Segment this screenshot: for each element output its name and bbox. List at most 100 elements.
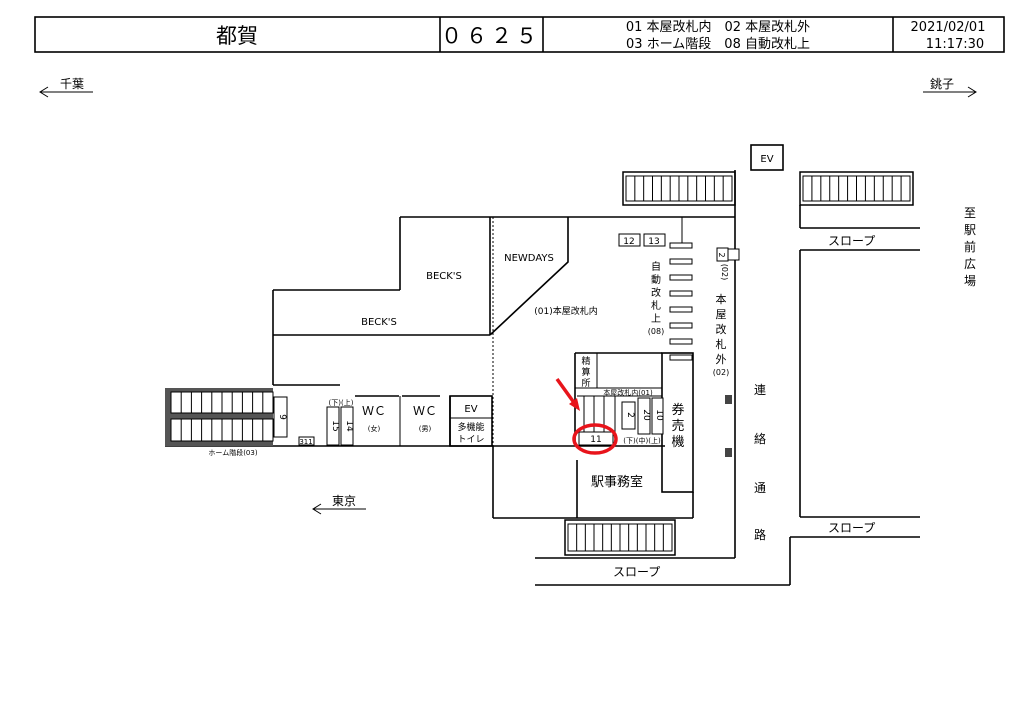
svg-text:2: 2 bbox=[625, 412, 635, 418]
svg-text:外: 外 bbox=[716, 353, 727, 366]
renraku-tsuro-label: 連 絡 通 路 bbox=[754, 383, 766, 542]
tactile-markers bbox=[725, 395, 732, 457]
location-20: 20 bbox=[637, 397, 651, 435]
svg-text:311: 311 bbox=[299, 438, 312, 446]
svg-text:絡: 絡 bbox=[754, 431, 766, 446]
multipurpose-toilet-label-1: 多機能 bbox=[457, 421, 484, 433]
slope-label-right: スロープ bbox=[828, 521, 875, 535]
building-walls bbox=[165, 216, 736, 519]
station-name: 都賀 bbox=[216, 24, 258, 48]
svg-text:屋: 屋 bbox=[716, 308, 727, 321]
slope-label-bottom: スロープ bbox=[613, 565, 660, 579]
wc-area: ＷＣ (女) ＷＣ (男) EV 多機能 トイレ bbox=[355, 395, 493, 447]
svg-text:(02): (02) bbox=[720, 264, 729, 280]
svg-text:9: 9 bbox=[277, 414, 287, 420]
svg-text:11: 11 bbox=[590, 435, 601, 445]
honya-kaisatsu-gai-label: 本 屋 改 札 外 (02) bbox=[713, 292, 729, 377]
direction-ekimae: 至 駅 前 広 場 bbox=[964, 206, 976, 288]
svg-text:路: 路 bbox=[754, 527, 766, 542]
svg-text:動: 動 bbox=[651, 273, 661, 286]
station-code: ０６２５ bbox=[441, 24, 541, 48]
svg-text:改: 改 bbox=[716, 322, 727, 336]
location-10: 10 bbox=[651, 397, 664, 435]
svg-text:13: 13 bbox=[648, 237, 659, 247]
svg-text:12: 12 bbox=[623, 237, 634, 247]
svg-text:売: 売 bbox=[671, 418, 684, 434]
svg-text:15: 15 bbox=[330, 420, 340, 431]
legend-line-1: 01 本屋改札内 02 本屋改札外 bbox=[626, 19, 810, 35]
gate-bar bbox=[669, 290, 693, 297]
svg-text:機: 機 bbox=[671, 435, 684, 450]
stairs-top-left bbox=[622, 171, 736, 206]
station-office-label: 駅事務室 bbox=[591, 474, 643, 490]
elevator-top-label: EV bbox=[760, 154, 773, 165]
multipurpose-toilet-label-2: トイレ bbox=[457, 435, 484, 445]
svg-text:14: 14 bbox=[344, 420, 354, 432]
slope-label-top: スロープ bbox=[828, 234, 875, 248]
home-stairs-label: ホーム階段(03) bbox=[208, 448, 257, 457]
location-14: 14 bbox=[340, 406, 354, 446]
svg-text:自: 自 bbox=[651, 260, 661, 273]
svg-text:至: 至 bbox=[964, 206, 976, 220]
elevator-mid-label: EV bbox=[464, 404, 477, 415]
svg-text:改: 改 bbox=[651, 286, 661, 299]
gate-bar bbox=[669, 322, 693, 329]
svg-text:精: 精 bbox=[581, 355, 590, 367]
svg-text:駅: 駅 bbox=[964, 223, 976, 237]
svg-text:(08): (08) bbox=[648, 327, 664, 336]
elevator-top bbox=[750, 144, 784, 171]
stairs-top-right bbox=[799, 171, 914, 206]
location-12: 12 bbox=[618, 233, 641, 247]
wc-female-label: ＷＣ bbox=[362, 404, 386, 418]
gate-bar bbox=[669, 274, 693, 281]
gate-bar bbox=[669, 338, 693, 345]
svg-text:本: 本 bbox=[716, 292, 727, 306]
gate-bar bbox=[669, 354, 693, 361]
direction-chiba: 千葉 bbox=[39, 77, 93, 98]
highlight-arrow-head bbox=[569, 398, 580, 411]
kenbaiki-label: 券 売 機 bbox=[671, 402, 684, 450]
kaisatsu-nai-small-label: 本屋改札内(01) bbox=[603, 388, 653, 397]
home-stairs bbox=[165, 388, 274, 446]
header-table: 都賀 ０６２５ 01 本屋改札内 02 本屋改札外 03 ホーム階段 08 自動… bbox=[34, 16, 1005, 53]
svg-text:広: 広 bbox=[964, 257, 976, 271]
location-15: 15 bbox=[326, 406, 340, 446]
jido-kaisatsu-label: 自 動 改 札 上 (08) bbox=[648, 260, 664, 336]
gate-bar bbox=[669, 258, 693, 265]
locker-direction-label: (下)(上) bbox=[329, 398, 354, 407]
newdays-label: NEWDAYS bbox=[504, 253, 554, 264]
gate-bar bbox=[669, 306, 693, 313]
gate-direction-label: (下)(中)(上) bbox=[623, 436, 661, 445]
wc-male-sub: (男) bbox=[419, 425, 432, 433]
svg-text:連: 連 bbox=[754, 383, 766, 397]
date: 2021/02/01 bbox=[911, 20, 986, 35]
svg-text:券: 券 bbox=[671, 402, 684, 418]
svg-text:通: 通 bbox=[754, 481, 766, 495]
svg-text:銚子: 銚子 bbox=[930, 76, 954, 91]
svg-text:札: 札 bbox=[651, 299, 661, 312]
wc-female-sub: (女) bbox=[368, 424, 381, 433]
legend-line-2: 03 ホーム階段 08 自動改札上 bbox=[626, 37, 810, 52]
seisanjo-label: 精 算 所 bbox=[581, 355, 590, 389]
svg-text:算: 算 bbox=[581, 366, 590, 378]
becks-upper-label: BECK'S bbox=[426, 271, 462, 282]
becks-lower-label: BECK'S bbox=[361, 317, 397, 328]
highlight-arrow bbox=[555, 377, 577, 406]
location-11: 11 bbox=[578, 431, 614, 446]
svg-text:前: 前 bbox=[964, 239, 976, 254]
location-2: 2 bbox=[621, 401, 636, 430]
direction-tokyo: 東京 bbox=[312, 494, 366, 515]
svg-text:札: 札 bbox=[716, 338, 727, 351]
svg-text:(02): (02) bbox=[713, 368, 729, 377]
svg-text:10: 10 bbox=[654, 409, 664, 421]
wc-male-label: ＷＣ bbox=[413, 404, 437, 418]
stairs-group bbox=[564, 171, 914, 556]
honya-kaisatsu-nai-label: (01)本屋改札内 bbox=[534, 305, 597, 317]
highlight-marker bbox=[555, 377, 618, 455]
svg-text:千葉: 千葉 bbox=[60, 77, 84, 91]
svg-text:所: 所 bbox=[581, 378, 590, 389]
highlight-circle bbox=[572, 423, 618, 455]
location-2-outside: 2 (02) bbox=[716, 247, 740, 280]
